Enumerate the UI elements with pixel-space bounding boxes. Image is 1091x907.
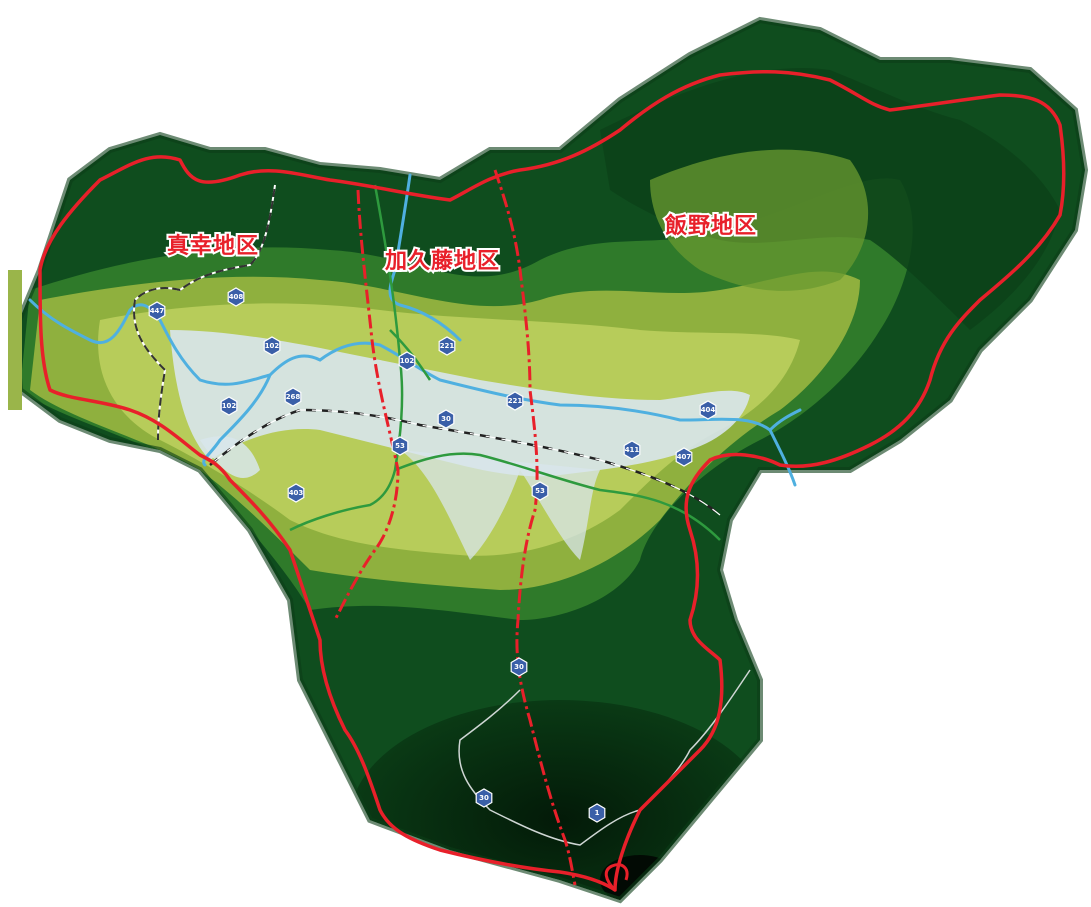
route-shield-shape — [623, 440, 641, 460]
route-shield-53: 53 — [391, 436, 409, 456]
route-shield-shape — [148, 301, 166, 321]
route-shield-102: 102 — [263, 336, 281, 356]
route-shield-447: 447 — [148, 301, 166, 321]
district-label-kakuto: 加久藤地区 — [384, 248, 500, 274]
route-shield-shape — [510, 657, 528, 677]
route-shield-shape — [506, 391, 524, 411]
route-shield-number: 102 — [265, 342, 280, 350]
route-shield-number: 447 — [150, 307, 165, 315]
rivers — [28, 173, 802, 487]
route-shield-30: 30 — [437, 409, 455, 429]
route-shield-shape — [391, 436, 409, 456]
southern-area-outline — [458, 669, 751, 846]
railway-line-white — [209, 409, 721, 516]
route-shield-102: 102 — [398, 351, 416, 371]
route-shield-411: 411 — [623, 440, 641, 460]
route-shield-shape — [699, 400, 717, 420]
route-shield-number: 408 — [229, 293, 244, 301]
route-shield-number: 411 — [625, 446, 640, 454]
forest-edge-shadow — [11, 16, 1089, 904]
route-shield-102: 102 — [220, 396, 238, 416]
route-shield-shape — [263, 336, 281, 356]
route-shield-number: 30 — [514, 663, 524, 671]
subdistrict-boundary-west-dark — [133, 184, 276, 441]
route-shield-number: 102 — [400, 357, 415, 365]
route-shield-404: 404 — [699, 400, 717, 420]
route-shield-407: 407 — [675, 447, 693, 467]
route-shield-221: 221 — [438, 336, 456, 356]
route-shield-number: 53 — [395, 442, 405, 450]
route-shield-shape — [227, 287, 245, 307]
city-boundary-south-tip — [604, 863, 629, 892]
route-shield-shape — [588, 803, 606, 823]
route-shield-number: 407 — [677, 453, 692, 461]
route-shield-shape — [475, 788, 493, 808]
route-shield-number: 1 — [595, 809, 600, 817]
route-shield-shape — [437, 409, 455, 429]
route-shield-221: 221 — [506, 391, 524, 411]
route-shield-shape — [675, 447, 693, 467]
city-boundary — [38, 70, 1066, 892]
route-shield-53: 53 — [531, 481, 549, 501]
route-shield-number: 403 — [289, 489, 304, 497]
route-shield-number: 30 — [441, 415, 451, 423]
west-edge-strip — [8, 270, 22, 410]
route-shield-268: 268 — [284, 387, 302, 407]
route-shield-number: 53 — [535, 487, 545, 495]
district-label-iino: 飯野地区 — [664, 213, 757, 239]
route-shield-shape — [284, 387, 302, 407]
route-shield-number: 221 — [508, 397, 523, 405]
route-shield-shape — [220, 396, 238, 416]
route-shield-408: 408 — [227, 287, 245, 307]
route-shields: 447 408 102 102 268 102 221 221 30 53 403 53 411 407 4… — [148, 287, 717, 823]
route-shield-shape — [531, 481, 549, 501]
route-shield-403: 403 — [287, 483, 305, 503]
district-label-magaki: 真幸地区 — [167, 233, 259, 259]
route-shield-shape — [398, 351, 416, 371]
route-shield-number: 102 — [222, 402, 237, 410]
route-shield-1: 1 — [588, 803, 606, 823]
route-shield-shape — [287, 483, 305, 503]
route-shield-number: 30 — [479, 794, 489, 802]
route-shield-30: 30 — [475, 788, 493, 808]
route-shield-number: 268 — [286, 393, 301, 401]
route-shield-30: 30 — [510, 657, 528, 677]
route-shield-number: 221 — [440, 342, 455, 350]
route-shield-number: 404 — [701, 406, 716, 414]
route-shield-shape — [438, 336, 456, 356]
